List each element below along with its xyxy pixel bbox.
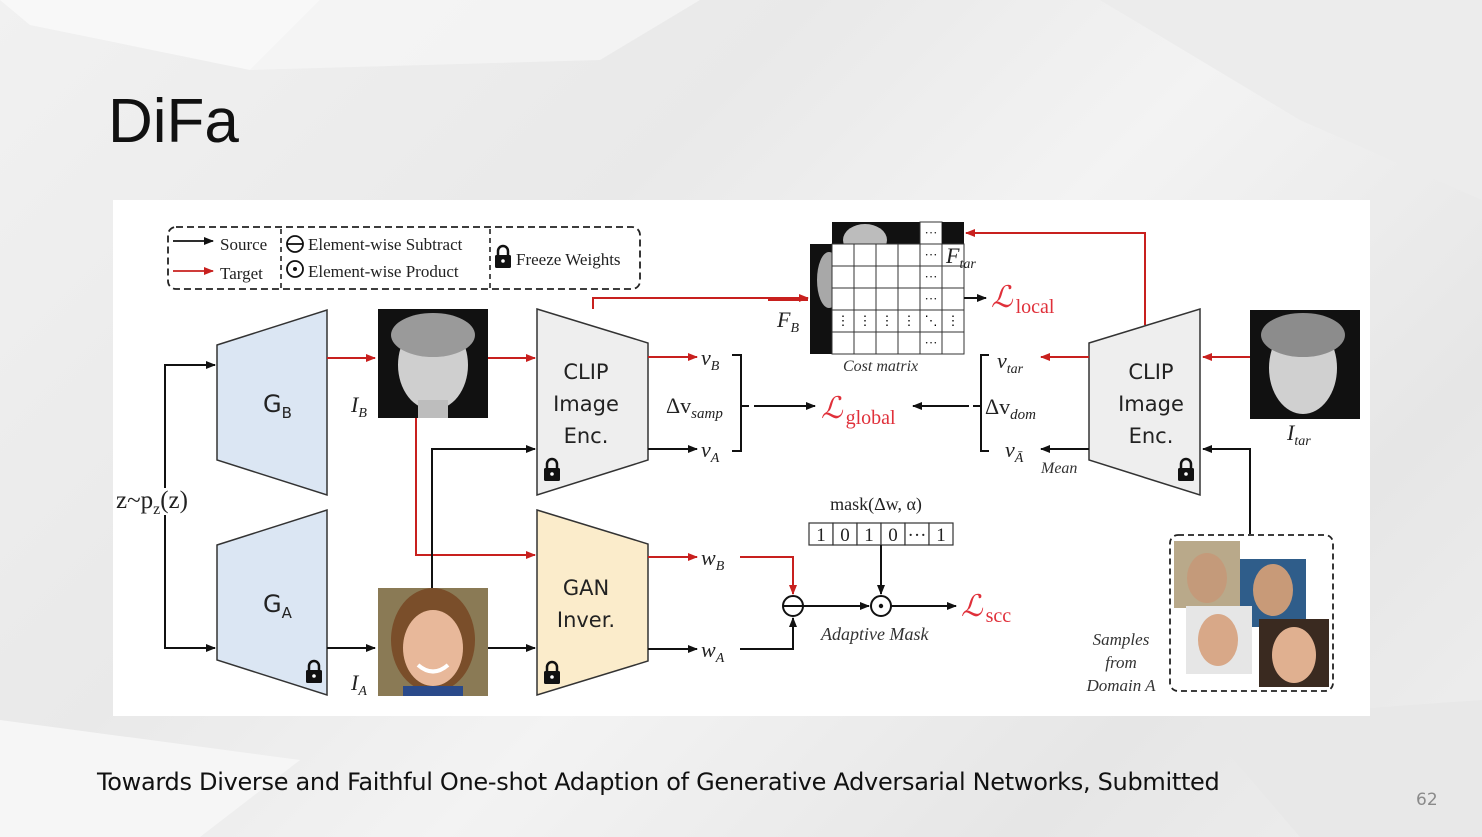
v-tar-label: vtar — [997, 348, 1024, 377]
cost-matrix-ellipsis: ··· — [925, 291, 938, 306]
slide-title: DiFa — [108, 87, 239, 156]
samples-label-line1: Samples — [1093, 630, 1150, 649]
cost-matrix-cell — [853, 287, 877, 311]
cost-matrix-cell — [897, 243, 921, 267]
cost-matrix-ellipsis: ⋮ — [947, 313, 960, 328]
cost-matrix-cell — [897, 265, 921, 289]
cost-matrix-ellipsis: ··· — [925, 247, 938, 262]
mask-cell — [928, 522, 954, 546]
w-b-label: wB — [701, 545, 725, 574]
delta-v-samp-label: Δvsamp — [666, 393, 723, 422]
mask-value: 1 — [936, 525, 946, 546]
cost-matrix-cell — [941, 331, 965, 355]
svg-text:Inver.: Inver. — [557, 608, 615, 632]
cost-matrix-ellipsis: ⋱ — [925, 313, 938, 328]
cost-matrix-cell — [853, 331, 877, 355]
f-b-label: FB — [776, 307, 799, 336]
cost-matrix-cell — [831, 265, 855, 289]
legend-freeze-label: Freeze Weights — [516, 250, 621, 269]
domain-a-samples — [1169, 534, 1334, 692]
legend-source-label: Source — [220, 235, 267, 254]
cost-matrix-ellipsis: ⋮ — [903, 313, 916, 328]
legend: Source Target Element-wise Subtract Elem… — [167, 226, 641, 290]
cost-matrix-ellipsis: ⋮ — [881, 313, 894, 328]
mask-value: 1 — [864, 525, 874, 546]
delta-v-dom-label: Δvdom — [985, 394, 1036, 423]
subtract-icon — [286, 235, 304, 253]
samples-label-line3: Domain A — [1085, 676, 1156, 695]
difa-architecture-diagram: Source Target Element-wise Subtract Elem… — [116, 221, 1360, 699]
svg-text:Image: Image — [553, 392, 619, 416]
cost-matrix-cell — [897, 287, 921, 311]
v-abar-label: vĀ — [1005, 437, 1024, 466]
cost-matrix-cell — [875, 265, 899, 289]
mask-label: mask(Δw, α) — [830, 494, 922, 515]
generator-a: GA — [216, 508, 328, 697]
svg-text:Enc.: Enc. — [1129, 424, 1174, 448]
cost-matrix-cell — [897, 331, 921, 355]
image-target-label: Itar — [1286, 420, 1311, 449]
page-number: 62 — [1416, 790, 1438, 810]
cost-matrix-ellipsis: ⋮ — [859, 313, 872, 328]
paper-citation: Towards Diverse and Faithful One-shot Ad… — [97, 768, 1220, 796]
svg-text:GB: GB — [263, 390, 292, 422]
f-tar-label: Ftar — [945, 243, 976, 272]
clip-image-encoder-source: CLIP Image Enc. — [536, 307, 649, 497]
lock-icon — [493, 244, 513, 270]
product-node-icon — [870, 595, 892, 617]
v-b-label: vB — [701, 345, 720, 374]
subtract-node-icon — [782, 595, 804, 617]
mask-value: 0 — [840, 525, 850, 546]
image-target-statue — [1250, 310, 1360, 419]
cost-matrix-label: Cost matrix — [843, 358, 918, 375]
mask-value: ··· — [908, 525, 927, 546]
image-b-label: IB — [350, 392, 367, 421]
w-a-label: wA — [701, 637, 725, 666]
cost-matrix-cell — [831, 331, 855, 355]
cost-matrix-cell — [875, 287, 899, 311]
svg-text:Enc.: Enc. — [564, 424, 609, 448]
cost-matrix-cell — [875, 331, 899, 355]
samples-label-line2: from — [1105, 653, 1137, 672]
mask-value: 0 — [888, 525, 898, 546]
svg-text:Image: Image — [1118, 392, 1184, 416]
gan-inversion: GAN Inver. — [536, 508, 649, 697]
svg-text:GA: GA — [263, 590, 293, 622]
product-icon — [286, 260, 304, 278]
image-a-face — [378, 588, 488, 696]
cost-matrix-cell — [831, 243, 855, 267]
cost-matrix-ellipsis: ··· — [925, 335, 938, 350]
v-a-label: vA — [701, 437, 720, 466]
legend-target-label: Target — [220, 264, 263, 283]
adaptive-mask-label: Adaptive Mask — [820, 624, 929, 644]
svg-text:···: ··· — [925, 225, 938, 240]
svg-text:CLIP: CLIP — [1128, 360, 1173, 384]
cost-matrix-cell — [853, 243, 877, 267]
cost-matrix-cell — [941, 287, 965, 311]
generator-b: GB — [216, 308, 328, 497]
legend-product-label: Element-wise Product — [308, 262, 459, 281]
figure-panel: Source Target Element-wise Subtract Elem… — [113, 200, 1370, 716]
mean-label: Mean — [1040, 460, 1077, 477]
cost-matrix-cell — [875, 243, 899, 267]
svg-text:GAN: GAN — [563, 576, 609, 600]
cost-matrix-grid: ··· ··· ··· ⋮ ⋮ ⋮ ⋮ ⋱ ⋮ ··· — [831, 243, 965, 355]
cost-matrix-cell — [831, 287, 855, 311]
legend-subtract-label: Element-wise Subtract — [308, 235, 463, 254]
image-b-statue — [378, 309, 488, 418]
cost-matrix-cell — [853, 265, 877, 289]
cost-matrix-ellipsis: ⋮ — [837, 313, 850, 328]
mask-value: 1 — [816, 525, 826, 546]
svg-text:CLIP: CLIP — [563, 360, 608, 384]
clip-image-encoder-target: CLIP Image Enc. — [1088, 307, 1201, 497]
cost-matrix-ellipsis: ··· — [925, 269, 938, 284]
image-a-label: IA — [350, 670, 367, 699]
latent-label: z~pz(z) — [116, 487, 188, 518]
